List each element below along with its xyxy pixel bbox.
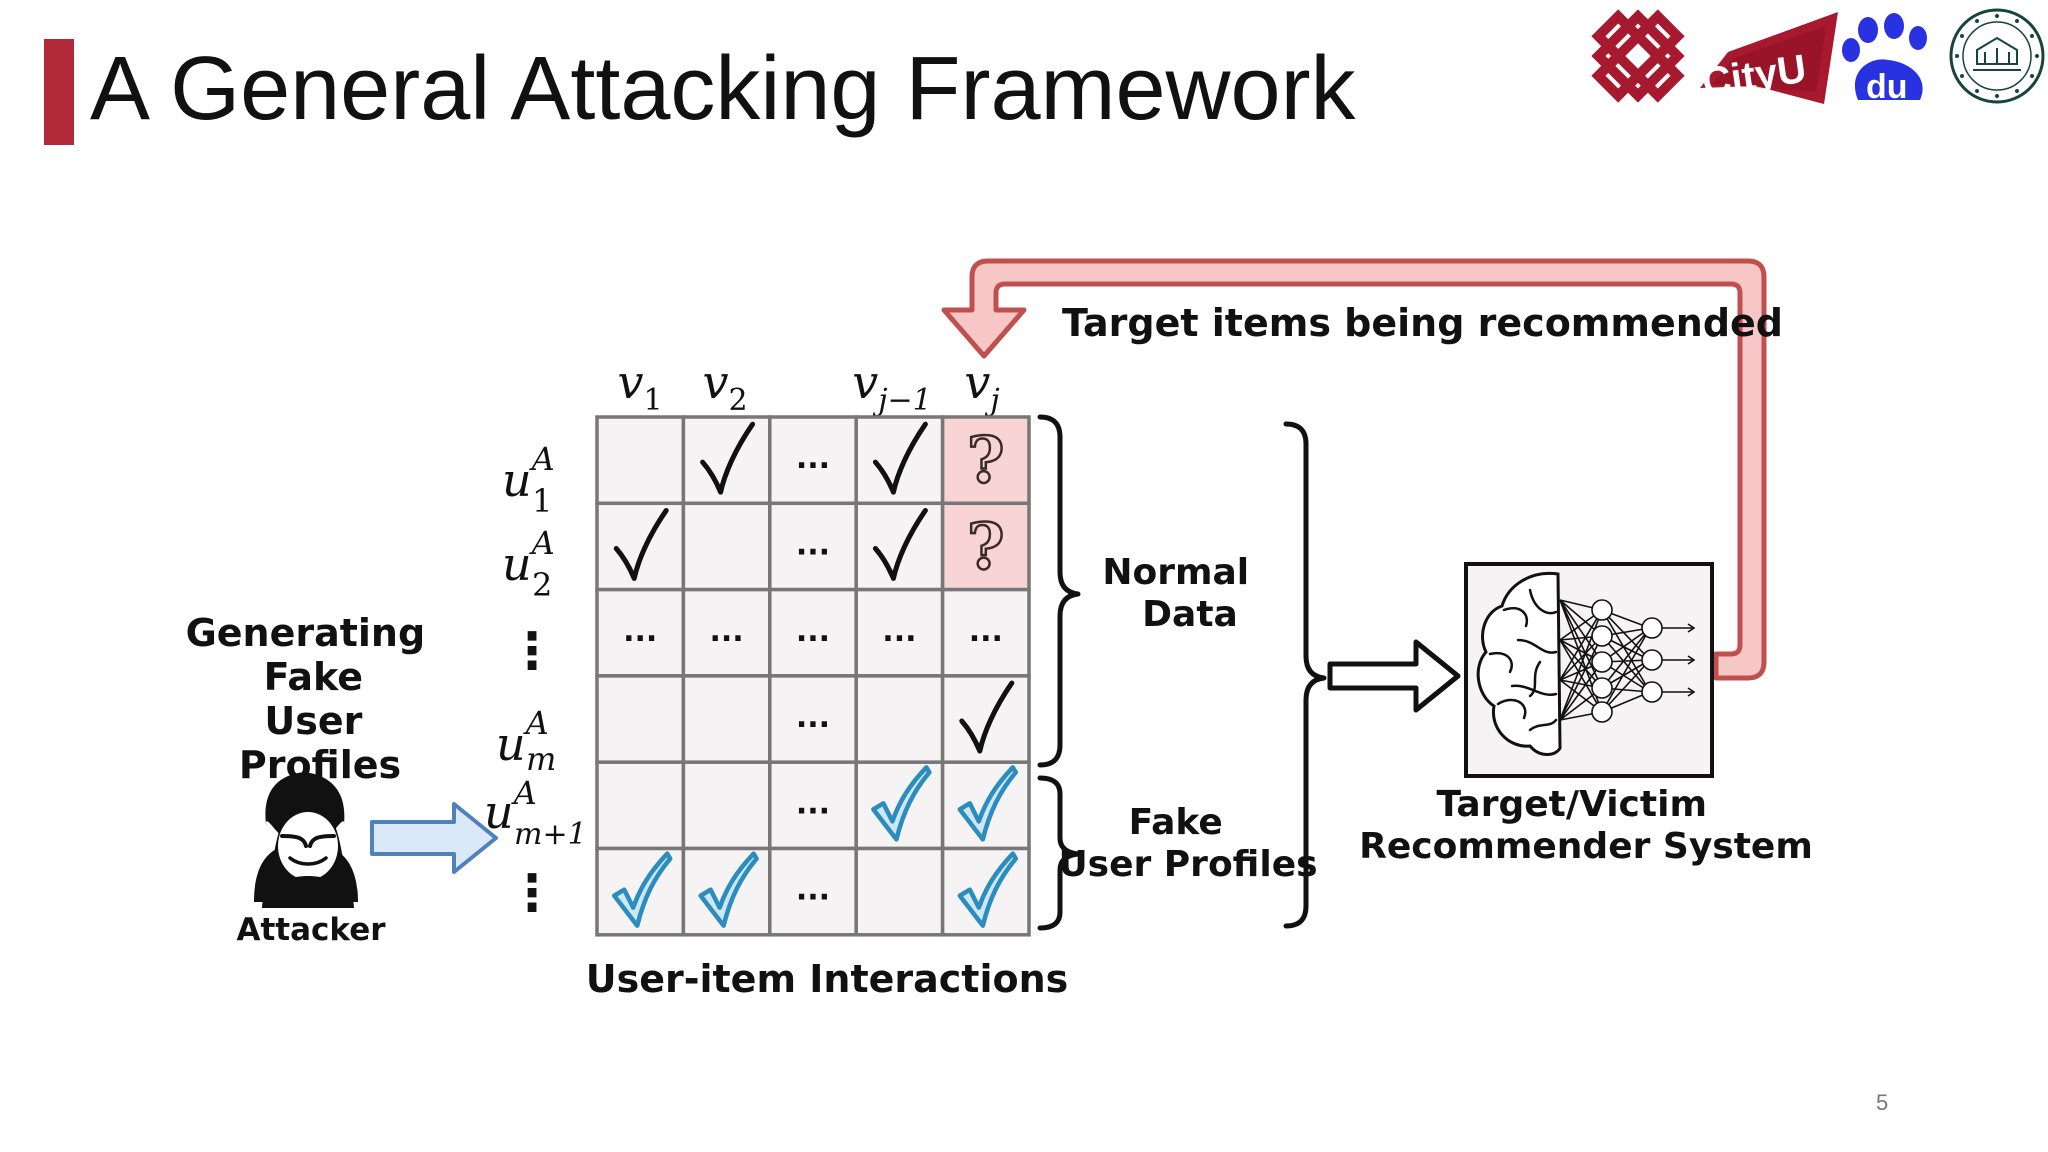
- cityu-logo: CityU: [1699, 12, 1838, 105]
- cityu-logo-text: CityU: [1699, 47, 1809, 105]
- row-header-vdots-1: ⋮: [507, 622, 557, 680]
- column-header-v2: v2: [702, 355, 747, 418]
- feedback-label: Target items being recommended: [1062, 301, 1783, 345]
- matrix-cell: [681, 415, 772, 506]
- normal-data-label: Normal Data: [1102, 552, 1261, 635]
- column-header-v1: v1: [617, 355, 662, 418]
- matrix-cell: [940, 674, 1031, 764]
- data-to-recommender-arrow: [1327, 639, 1461, 713]
- msu-seal-logo: [1949, 8, 2045, 104]
- matrix-cell: [854, 674, 945, 764]
- matrix-cell: [681, 760, 772, 851]
- hacker-icon: [254, 772, 358, 908]
- ellipsis-mark: ...: [796, 873, 830, 908]
- matrix-cell: [854, 501, 945, 592]
- matrix-cell: [595, 674, 686, 764]
- ellipsis-mark: ...: [796, 527, 830, 562]
- matrix-cell: [854, 846, 945, 937]
- column-header-vj-1: vj−1: [852, 355, 932, 418]
- matrix-cell: [595, 415, 686, 506]
- ellipsis-mark: ...: [796, 441, 830, 476]
- recommender-system-box: [1464, 562, 1714, 778]
- column-headers: v1 v2 vj−1 vj: [617, 355, 999, 418]
- matrix-cell: [681, 674, 772, 764]
- normal-data-brace: [1037, 414, 1081, 768]
- question-mark-icon: [965, 421, 1006, 500]
- matrix-cell: [854, 415, 945, 506]
- fake-profiles-label: Fake User Profiles: [1058, 802, 1317, 885]
- neural-network-icon: [1559, 599, 1696, 723]
- all-data-brace: [1283, 421, 1327, 929]
- recommender-label: Target/Victim Recommender System: [1359, 784, 1813, 867]
- slide-title: A General Attacking Framework: [90, 39, 1356, 139]
- ellipsis-mark: ...: [969, 614, 1003, 649]
- ellipsis-mark: ...: [796, 786, 830, 821]
- ellipsis-mark: ...: [623, 614, 657, 649]
- polyu-logo: [1591, 9, 1685, 103]
- baidu-logo-text: du: [1866, 68, 1908, 106]
- feedback-arrow: [941, 258, 1767, 681]
- matrix-cell: [940, 587, 1031, 678]
- matrix-cell: [768, 846, 858, 937]
- attacker-to-matrix-arrow: [370, 802, 498, 874]
- slide-number: 5: [1876, 1090, 1889, 1115]
- column-header-vj: vj: [964, 355, 999, 418]
- matrix-cell: [681, 501, 772, 592]
- attacker-label: Attacker: [236, 912, 386, 948]
- attacker-caption: Generating Fake User Profiles: [186, 611, 439, 787]
- row-header-vdots-2: ⋮: [507, 864, 557, 922]
- title-accent-bar: [44, 39, 74, 145]
- matrix-caption: User-item Interactions: [586, 957, 1069, 1001]
- brain-icon: [1476, 571, 1562, 756]
- ellipsis-mark: ...: [709, 614, 743, 649]
- matrix-cell: [854, 587, 945, 678]
- fake-profiles-brace: [1037, 775, 1081, 931]
- matrix-cell: [595, 501, 686, 592]
- interaction-matrix: ..............................: [595, 415, 1031, 937]
- question-mark-icon: [965, 508, 1006, 586]
- ellipsis-mark: ...: [796, 614, 830, 649]
- ellipsis-mark: ...: [882, 614, 916, 649]
- matrix-cell: [595, 760, 686, 851]
- ellipsis-mark: ...: [796, 700, 830, 735]
- baidu-logo: du: [1842, 13, 1927, 106]
